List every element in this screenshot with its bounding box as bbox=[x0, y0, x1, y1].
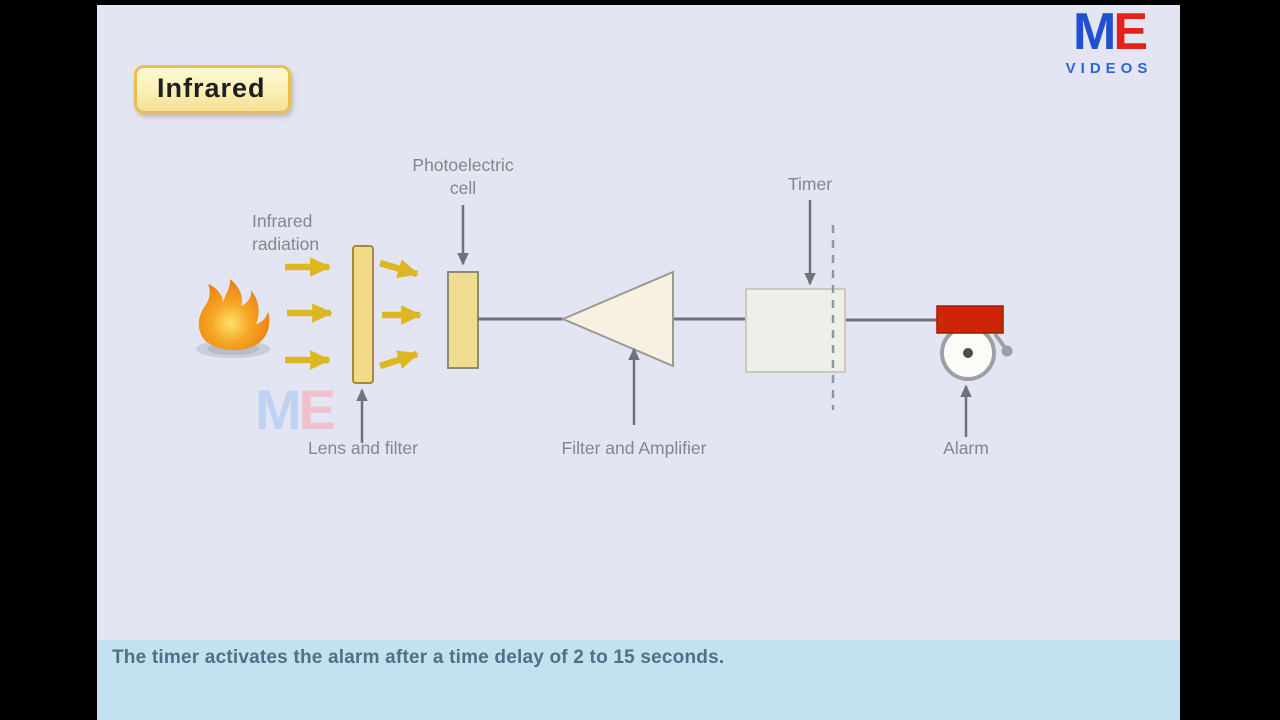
lens-filter-bar bbox=[352, 245, 374, 384]
flame-icon bbox=[196, 279, 270, 358]
video-frame: Infrared ME VIDEOS ME bbox=[97, 0, 1180, 720]
letterbox-top bbox=[0, 0, 1280, 5]
watermark-logo: ME bbox=[255, 382, 336, 438]
watermark-m: M bbox=[255, 378, 302, 441]
label-infrared-radiation-line1: Infrared bbox=[252, 211, 313, 231]
radiation-arrows-incoming bbox=[285, 257, 333, 370]
amplifier-triangle bbox=[560, 270, 674, 368]
label-infrared-radiation: Infrared radiation bbox=[252, 210, 319, 256]
radiation-arrows-focused bbox=[378, 259, 422, 370]
infrared-detector-diagram bbox=[196, 200, 1013, 443]
me-videos-logo: ME VIDEOS bbox=[1050, 6, 1168, 76]
title-badge: Infrared bbox=[134, 65, 291, 114]
logo-monogram: ME bbox=[1050, 6, 1168, 58]
logo-wordmark: VIDEOS bbox=[1065, 60, 1153, 77]
logo-letter-m: M bbox=[1072, 3, 1116, 61]
alarm-bell bbox=[936, 305, 1013, 381]
label-photoelectric-cell: Photoelectric cell bbox=[383, 154, 543, 200]
signal-wires bbox=[478, 317, 937, 322]
label-alarm: Alarm bbox=[943, 438, 989, 458]
label-photoelectric-line2: cell bbox=[449, 178, 477, 198]
caption-text: The timer activates the alarm after a ti… bbox=[112, 647, 725, 668]
label-pointer-arrows bbox=[356, 200, 972, 443]
logo-letter-e: E bbox=[1113, 3, 1148, 61]
label-lens-and-filter: Lens and filter bbox=[308, 438, 418, 458]
label-filter-and-amplifier: Filter and Amplifier bbox=[561, 438, 707, 458]
caption-band: The timer activates the alarm after a ti… bbox=[97, 640, 1180, 720]
label-photoelectric-line1: Photoelectric bbox=[412, 155, 514, 175]
photoelectric-cell bbox=[447, 271, 479, 369]
watermark-e: E bbox=[298, 378, 336, 441]
label-infrared-radiation-line2: radiation bbox=[252, 234, 320, 254]
timer-box bbox=[745, 288, 846, 373]
alarm-box bbox=[936, 305, 1004, 334]
label-timer: Timer bbox=[787, 174, 833, 194]
